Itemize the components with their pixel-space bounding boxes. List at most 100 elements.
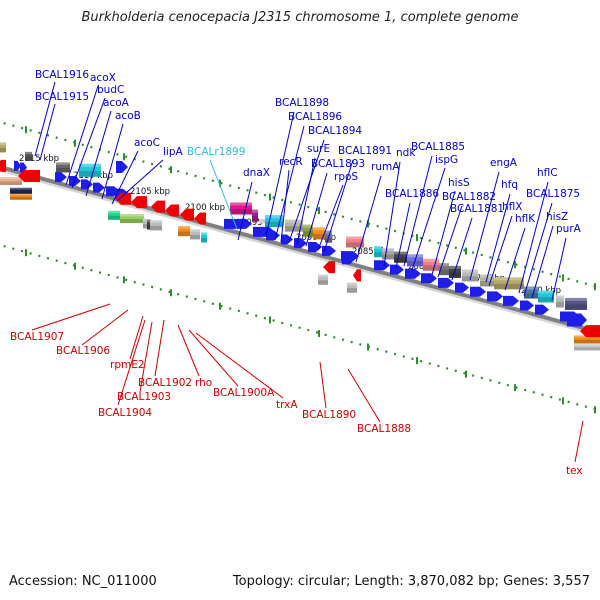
gene-label-bcal1886[interactable]: BCAL1886 xyxy=(385,188,439,200)
reverse-gene-arrow[interactable] xyxy=(580,325,600,338)
gene-label-bcal1907[interactable]: BCAL1907 xyxy=(10,331,64,343)
forward-gene-arrow[interactable] xyxy=(455,282,469,293)
gene-label-bcal1875[interactable]: BCAL1875 xyxy=(526,188,580,200)
gene-label-bcalr1899[interactable]: BCALr1899 xyxy=(187,146,245,158)
reverse-gene-arrow[interactable] xyxy=(18,169,40,182)
forward-gene-arrow[interactable] xyxy=(487,291,503,302)
gene-box[interactable] xyxy=(480,274,494,287)
gene-box[interactable] xyxy=(178,226,190,237)
gene-label-bcal1915[interactable]: BCAL1915 xyxy=(35,91,89,103)
gene-label-bcal1900a[interactable]: BCAL1900A xyxy=(213,387,275,399)
gene-label-bcal1881[interactable]: BCAL1881 xyxy=(450,203,504,215)
gene-box[interactable] xyxy=(265,215,283,228)
gene-box[interactable] xyxy=(259,213,265,224)
gene-box[interactable] xyxy=(56,162,70,173)
gene-box[interactable] xyxy=(346,236,364,248)
reverse-gene-arrow[interactable] xyxy=(353,269,361,282)
gene-box[interactable] xyxy=(201,232,207,243)
gene-label-sure[interactable]: surE xyxy=(307,143,330,155)
gene-label-acox[interactable]: acoX xyxy=(90,72,116,84)
reverse-gene-arrow[interactable] xyxy=(180,208,194,221)
gene-box[interactable] xyxy=(303,224,313,237)
gene-box[interactable] xyxy=(143,218,147,229)
forward-gene-arrow[interactable] xyxy=(116,161,128,174)
reverse-gene-arrow[interactable] xyxy=(151,200,165,213)
gene-label-acoc[interactable]: acoC xyxy=(134,137,160,149)
forward-gene-arrow[interactable] xyxy=(421,273,437,284)
gene-label-hisz[interactable]: hisZ xyxy=(546,211,568,223)
gene-label-bcal1882[interactable]: BCAL1882 xyxy=(442,191,496,203)
gene-box[interactable] xyxy=(10,193,32,200)
forward-gene-arrow[interactable] xyxy=(438,277,454,288)
forward-gene-arrow[interactable] xyxy=(535,304,549,315)
forward-gene-arrow[interactable] xyxy=(266,230,280,241)
gene-box[interactable] xyxy=(108,210,120,220)
gene-box[interactable] xyxy=(394,251,407,263)
gene-label-lipa[interactable]: lipA xyxy=(163,146,183,158)
gene-label-bcal1888[interactable]: BCAL1888 xyxy=(357,423,411,435)
gene-label-dnax[interactable]: dnaX xyxy=(243,167,270,179)
gene-box[interactable] xyxy=(347,282,357,293)
gene-box[interactable] xyxy=(439,263,449,276)
gene-label-hflx[interactable]: hflX xyxy=(502,201,522,213)
gene-label-bcal1902[interactable]: BCAL1902 xyxy=(138,377,192,389)
gene-label-ndk[interactable]: ndk xyxy=(396,147,416,159)
gene-box[interactable] xyxy=(0,177,22,185)
gene-box[interactable] xyxy=(574,343,600,351)
gene-box[interactable] xyxy=(423,258,439,271)
gene-box[interactable] xyxy=(79,163,101,177)
reverse-gene-arrow[interactable] xyxy=(323,261,335,274)
gene-label-hflk[interactable]: hflK xyxy=(515,213,536,225)
gene-label-rpme2[interactable]: rpmE2 xyxy=(110,359,145,371)
gene-label-bcal1891[interactable]: BCAL1891 xyxy=(338,145,392,157)
gene-box[interactable] xyxy=(313,227,325,240)
gene-label-hfq[interactable]: hfq xyxy=(501,179,518,191)
reverse-gene-arrow[interactable] xyxy=(194,212,206,225)
forward-gene-arrow[interactable] xyxy=(503,295,519,306)
gene-box[interactable] xyxy=(190,229,200,240)
forward-gene-arrow[interactable] xyxy=(55,172,67,183)
gene-label-bcal1885[interactable]: BCAL1885 xyxy=(411,141,465,153)
reverse-gene-arrow[interactable] xyxy=(131,196,147,209)
gene-label-hiss[interactable]: hisS xyxy=(448,177,470,189)
forward-gene-arrow[interactable] xyxy=(520,300,534,311)
gene-box[interactable] xyxy=(150,220,162,231)
forward-gene-arrow[interactable] xyxy=(405,268,421,279)
gene-label-rpos[interactable]: rpoS xyxy=(334,171,358,183)
gene-label-acoa[interactable]: acoA xyxy=(103,97,130,109)
gene-label-hflc[interactable]: hflC xyxy=(537,167,558,179)
gene-label-tex[interactable]: tex xyxy=(566,465,583,477)
forward-gene-arrow[interactable] xyxy=(308,242,322,253)
gene-box[interactable] xyxy=(318,274,328,285)
forward-gene-arrow[interactable] xyxy=(567,313,587,327)
gene-label-bcal1890[interactable]: BCAL1890 xyxy=(302,409,356,421)
gene-box[interactable] xyxy=(538,290,554,303)
gene-box[interactable] xyxy=(10,187,32,195)
gene-label-bcal1916[interactable]: BCAL1916 xyxy=(35,69,89,81)
gene-label-budc[interactable]: budC xyxy=(97,84,124,96)
gene-box[interactable] xyxy=(230,202,252,215)
gene-box[interactable] xyxy=(382,248,394,260)
gene-label-bcal1904[interactable]: BCAL1904 xyxy=(98,407,152,419)
gene-label-rho[interactable]: rho xyxy=(195,377,212,389)
gene-label-bcal1898[interactable]: BCAL1898 xyxy=(275,97,329,109)
gene-label-bcal1896[interactable]: BCAL1896 xyxy=(288,111,342,123)
forward-gene-arrow[interactable] xyxy=(390,264,404,275)
gene-label-enga[interactable]: engA xyxy=(490,157,518,169)
gene-label-trxa[interactable]: trxA xyxy=(276,399,298,411)
gene-label-bcal1903[interactable]: BCAL1903 xyxy=(117,391,171,403)
gene-box[interactable] xyxy=(565,297,587,310)
forward-gene-arrow[interactable] xyxy=(224,218,252,229)
gene-box[interactable] xyxy=(0,142,6,153)
gene-label-ruma[interactable]: rumA xyxy=(371,161,400,173)
gene-box[interactable] xyxy=(120,214,144,224)
gene-label-bcal1894[interactable]: BCAL1894 xyxy=(308,125,362,137)
reverse-gene-arrow[interactable] xyxy=(0,159,6,172)
gene-box[interactable] xyxy=(556,295,564,308)
gene-label-ispg[interactable]: ispG xyxy=(435,154,458,166)
forward-gene-arrow[interactable] xyxy=(470,286,486,297)
gene-box[interactable] xyxy=(252,209,258,222)
gene-label-bcal1893[interactable]: BCAL1893 xyxy=(311,158,365,170)
reverse-gene-arrow[interactable] xyxy=(115,192,131,205)
gene-box[interactable] xyxy=(25,151,32,161)
